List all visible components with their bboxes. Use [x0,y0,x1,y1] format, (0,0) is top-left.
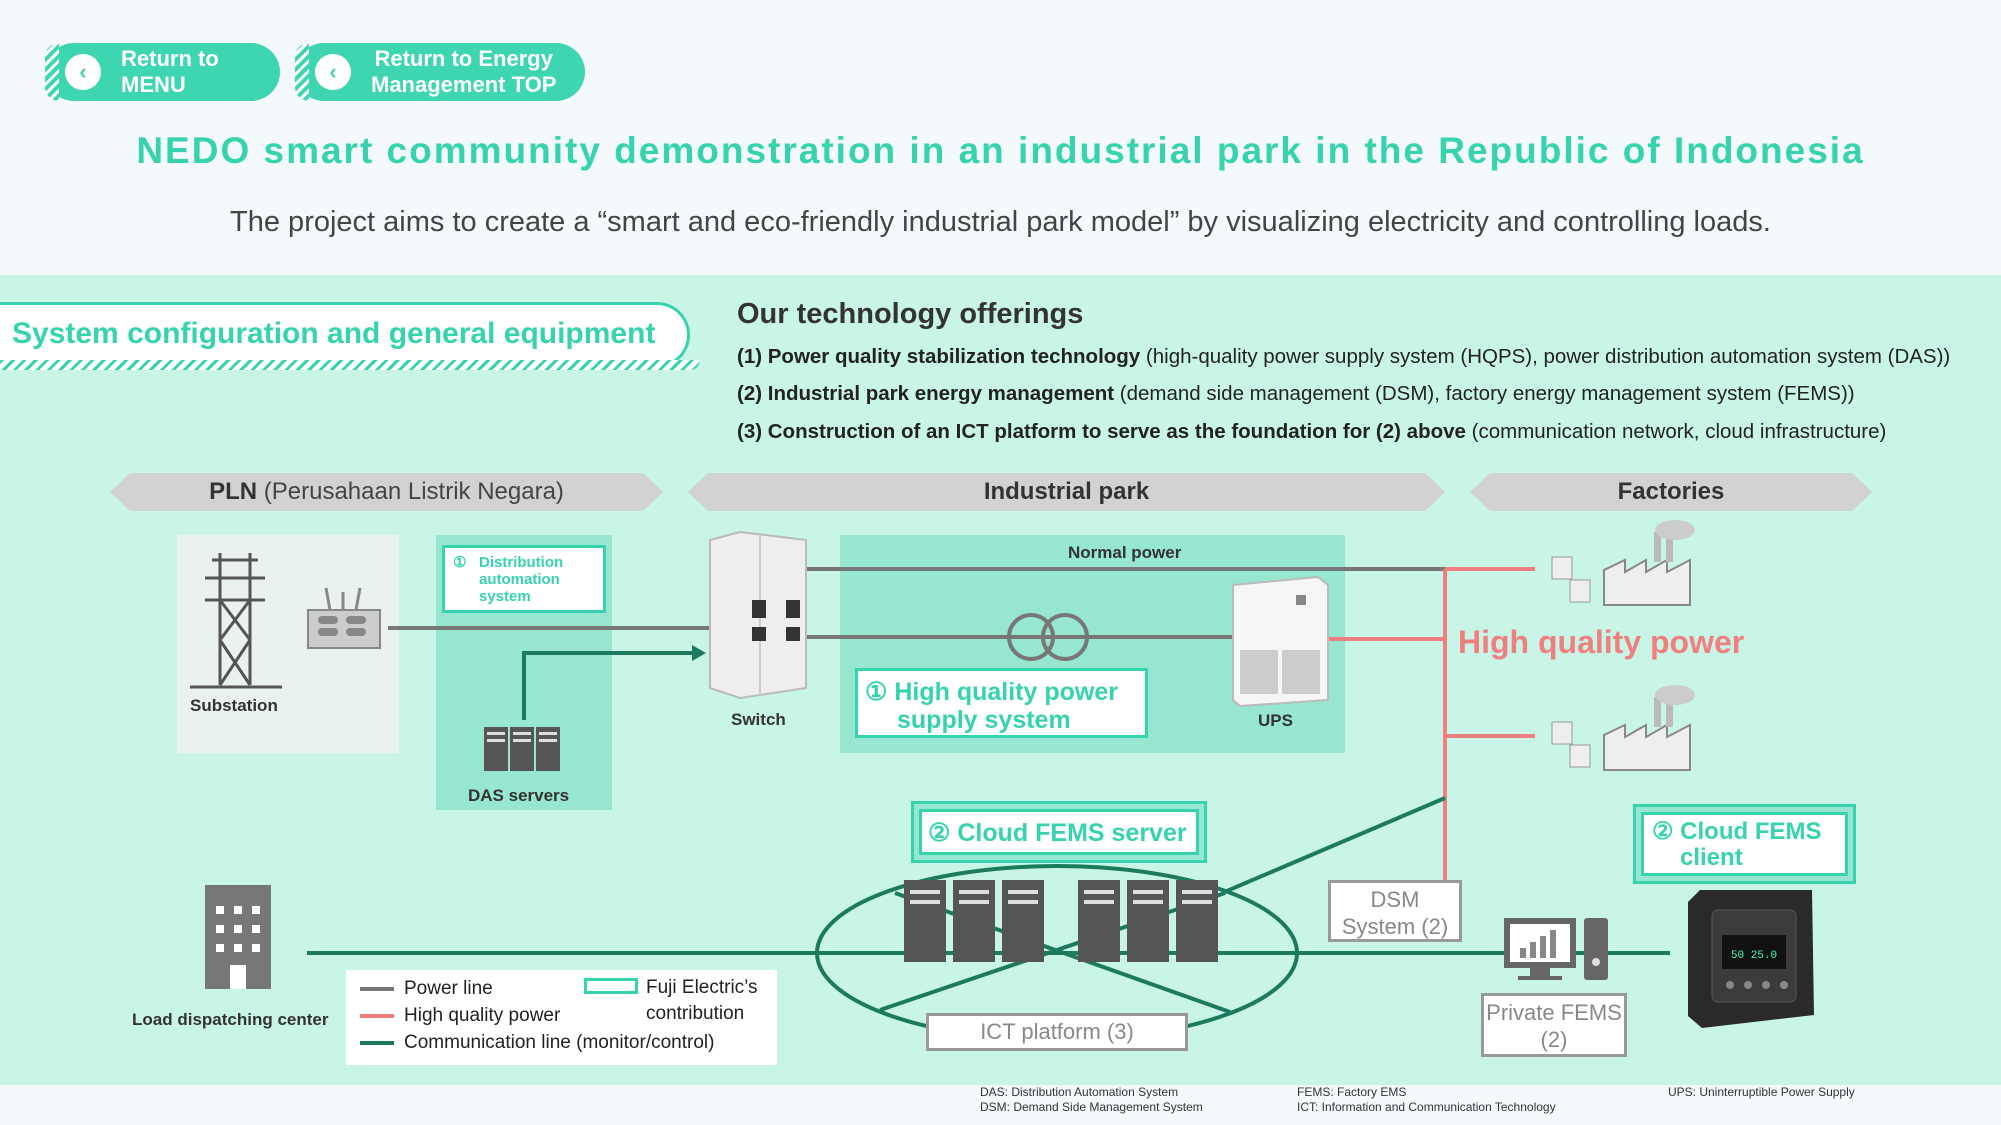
factory-icon-2 [1551,685,1695,771]
legend-comm-line: Communication line (monitor/control) [360,1032,714,1054]
offering-item-2: (2) Industrial park energy management (d… [737,382,1855,405]
legend-hq-power: High quality power [360,1005,560,1027]
section-title-tag: System configuration and general equipme… [0,302,690,368]
legend-fuji-swatch [584,978,638,994]
factory-icon-1 [1551,520,1695,606]
button-hatch-decoration [45,43,59,101]
meter-display-text: 50 25.0 [1731,950,1777,962]
chevron-left-icon: ‹ [65,54,101,90]
offering-item-3: (3) Construction of an ICT platform to s… [737,420,1887,443]
comm-line-cloud-dsm [1221,796,1446,895]
das-servers-icon [484,727,560,771]
substation-label: Substation [190,696,278,715]
legend-power-line: Power line [360,978,493,1000]
page-subtitle: The project aims to create a “smart and … [230,206,1771,238]
chevron-left-icon: ‹ [315,54,351,90]
ups-label: UPS [1258,711,1293,730]
private-fems-box: Private FEMS(2) [1481,993,1627,1057]
page-title: NEDO smart community demonstration in an… [136,130,1865,171]
load-dispatching-label: Load dispatching center [132,1010,329,1029]
ict-platform-box: ICT platform (3) [926,1013,1188,1051]
transformer-icon [1007,613,1055,661]
section-hatch-decoration [0,360,700,370]
cloud-fems-server-box: ② Cloud FEMS server [911,801,1207,863]
legend: Power line High quality power Communicat… [346,970,777,1065]
industrial-park-banner: Industrial park [688,473,1445,511]
high-quality-power-label: High quality power [1458,624,1745,660]
comm-line-das-switch [522,651,700,720]
das-servers-label: DAS servers [468,786,570,805]
transformer-station-icon [307,587,381,649]
arrow-head [692,645,706,661]
switchgear-icon [709,530,807,700]
power-meter-icon: 50 25.0 [1688,890,1814,1028]
ups-icon [1232,575,1329,708]
workstation-icon [1504,918,1608,980]
section-title: System configuration and general equipme… [12,317,656,350]
offering-item-1: (1) Power quality stabilization technolo… [737,345,1951,368]
button-hatch-decoration [295,43,309,101]
transmission-tower-icon [190,553,282,689]
footnote-col3: UPS: Uninterruptible Power Supply [1668,1085,1855,1099]
normal-power-label: Normal power [1068,543,1182,562]
pln-banner: PLN (Perusahaan Listrik Negara) [110,473,663,511]
das-box-num: ① [453,554,467,571]
offerings-heading: Our technology offerings [737,298,1084,330]
switch-label: Switch [731,710,786,729]
factories-banner: Factories [1470,473,1872,511]
